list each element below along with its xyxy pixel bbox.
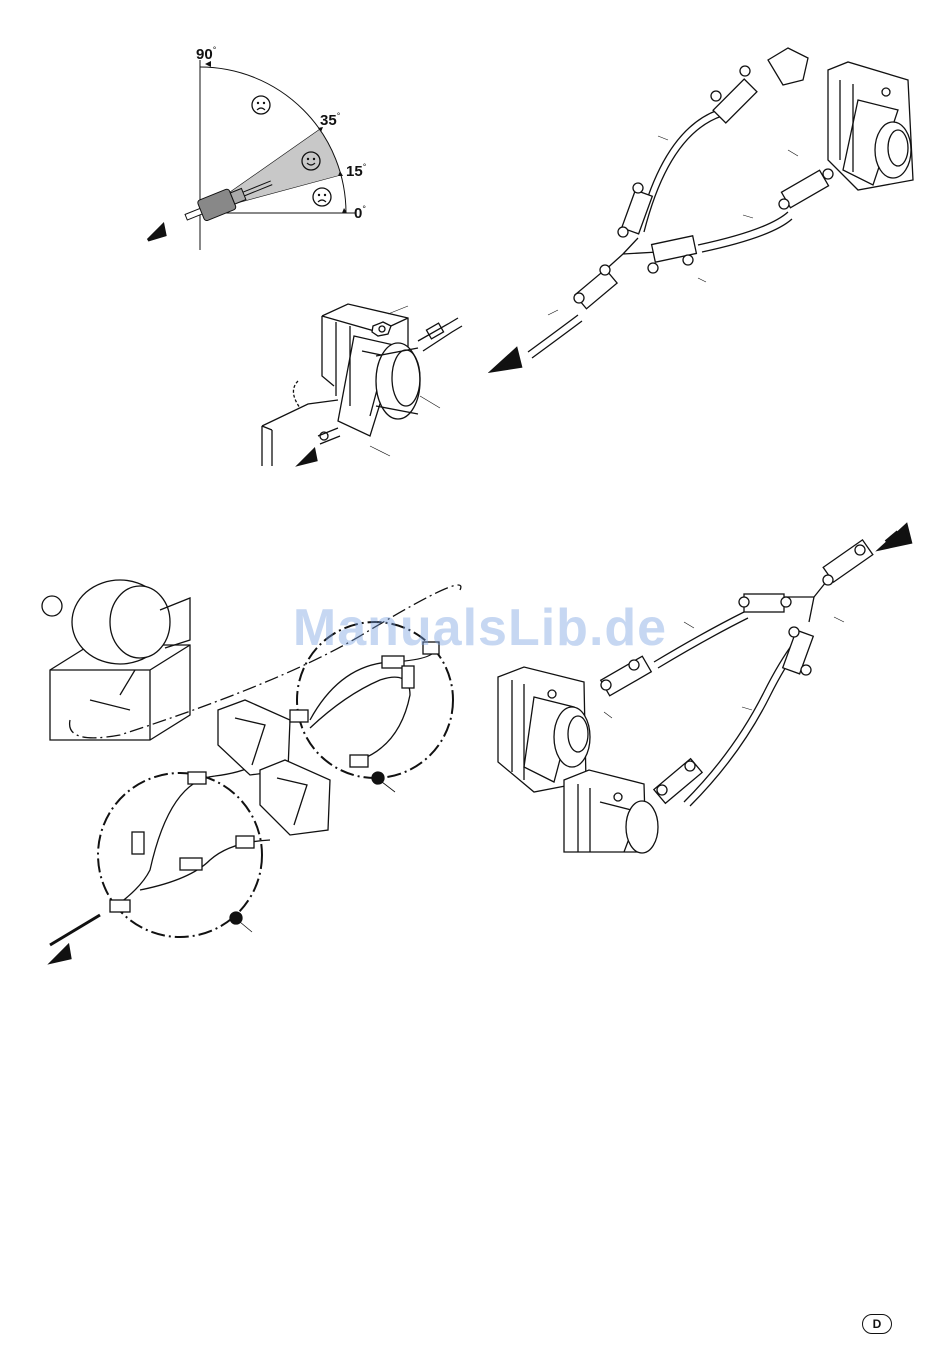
tank-installation-diagram [40,570,480,970]
sad-face-icon [252,96,270,114]
mounting-angle-diagram: 90° 35° 15° 0° [130,40,390,270]
angle-label-15: 15° [346,162,367,180]
angle-label-0: 0° [354,204,366,222]
sad-face-icon [313,188,331,206]
flow-arrow-icon [300,450,316,464]
page-language-badge: D [862,1314,892,1334]
dual-pump-output-diagram [494,522,914,857]
flow-arrow-icon [494,350,520,370]
flow-arrow-icon [882,526,910,548]
pump-bracket-illustration [258,296,468,471]
parallel-connection-diagram-top [488,40,928,380]
angle-label-35: 35° [320,111,341,129]
flow-arrow-icon [52,946,70,962]
flow-arrow-icon [148,225,165,240]
angle-label-90: 90° [196,45,217,63]
happy-face-icon [302,152,320,170]
